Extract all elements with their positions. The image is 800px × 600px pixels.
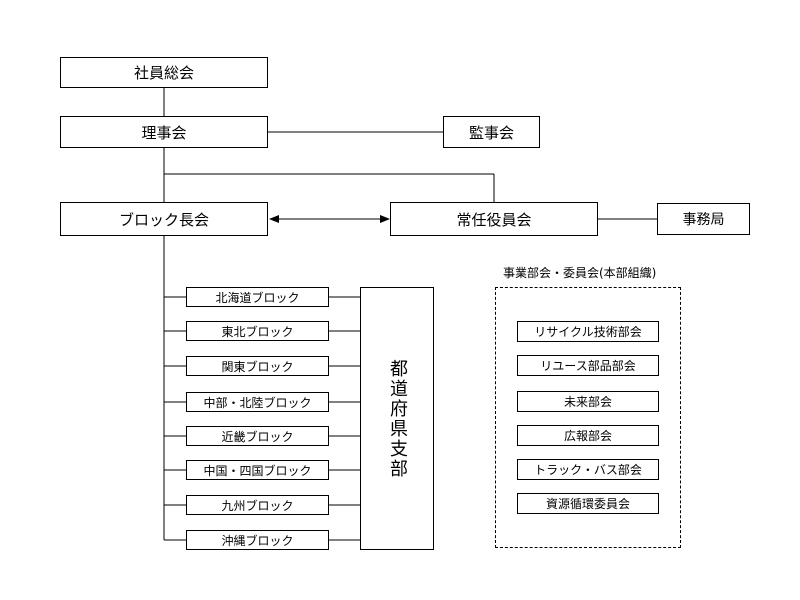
block-box: 沖縄ブロック (186, 530, 329, 550)
block-box: 関東ブロック (186, 356, 329, 376)
committee-box: 未来部会 (517, 391, 659, 412)
committee-box: トラック・バス部会 (517, 459, 659, 480)
block-box: 中部・北陸ブロック (186, 392, 329, 412)
auditors-box: 監事会 (443, 116, 540, 148)
committees-frame (495, 287, 681, 548)
executive-box: 常任役員会 (390, 202, 598, 236)
block-box: 九州ブロック (186, 495, 329, 515)
block-box: 北海道ブロック (186, 287, 329, 307)
prefecture-branch-box: 都道府県支部 (360, 287, 434, 550)
general-meeting-box: 社員総会 (60, 57, 268, 88)
committee-box: リユース部品部会 (517, 355, 659, 376)
block-box: 近畿ブロック (186, 426, 329, 446)
secretariat-box: 事務局 (657, 203, 750, 235)
committees-title: 事業部会・委員会(本部組織) (503, 266, 657, 280)
committee-box: 広報部会 (517, 425, 659, 446)
block-box: 中国・四国ブロック (186, 460, 329, 480)
committee-box: リサイクル技術部会 (517, 321, 659, 342)
block-chiefs-box: ブロック長会 (60, 202, 268, 236)
block-box: 東北ブロック (186, 321, 329, 341)
committee-box: 資源循環委員会 (517, 493, 659, 514)
board-box: 理事会 (60, 116, 268, 148)
